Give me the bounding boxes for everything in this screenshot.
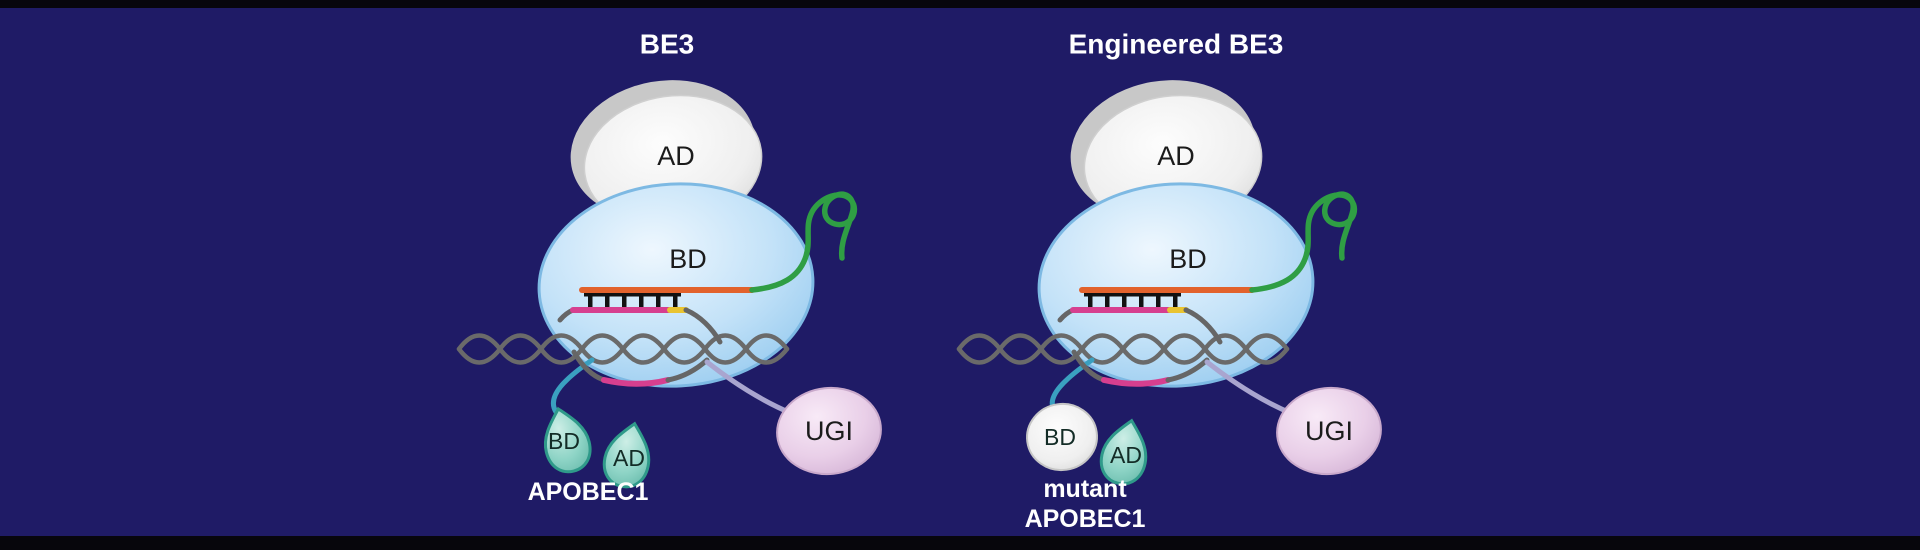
edited-strand-segment	[601, 377, 671, 387]
strand-exit-gray	[683, 307, 723, 345]
bottom-border	[0, 536, 1920, 550]
cas9-bd-label: BD	[669, 244, 707, 274]
displaced-strand-left	[571, 349, 607, 383]
apobec-ad-label: AD	[1110, 442, 1142, 468]
displaced-strand-right	[665, 357, 710, 383]
top-border	[0, 0, 1920, 8]
apobec-name: APOBEC1	[528, 478, 649, 506]
apobec-ad-label: AD	[613, 445, 645, 471]
edited-strand-segment	[1101, 377, 1171, 387]
ugi-body	[1276, 386, 1382, 476]
strand-exit-gray	[1183, 307, 1223, 345]
displaced-strand-left	[1071, 349, 1107, 383]
figure-title: BE3	[640, 29, 694, 60]
cas9-ad-label: AD	[1157, 141, 1195, 171]
ugi-label: UGI	[1305, 416, 1353, 446]
cas9-ad-label: AD	[657, 141, 695, 171]
figure-engineered-be3: Engineered BE3 AD BD BD AD mutant APOBEC…	[959, 29, 1382, 533]
displaced-strand-right	[1165, 357, 1210, 383]
apobec-name-line1: mutant	[1043, 475, 1127, 503]
apobec-bd-label: BD	[548, 428, 580, 454]
apobec-bd-lobe-mutant	[1026, 402, 1098, 472]
figure-be3: BE3 AD BD BD AD APOBEC1 UGI	[459, 29, 882, 506]
ugi-body	[776, 386, 882, 476]
figure-title: Engineered BE3	[1069, 29, 1284, 60]
cas9-bd-label: BD	[1169, 244, 1207, 274]
ugi-label: UGI	[805, 416, 853, 446]
apobec-bd-label: BD	[1044, 424, 1076, 450]
apobec-name-line2: APOBEC1	[1025, 505, 1146, 533]
